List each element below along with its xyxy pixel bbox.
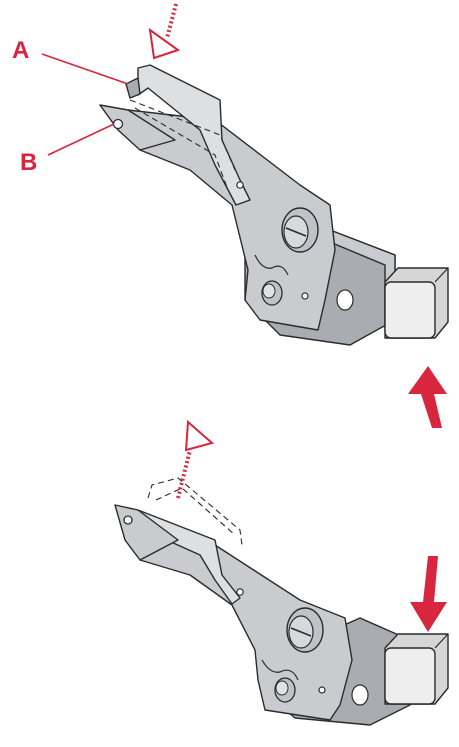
main-plate-bottom <box>127 517 353 721</box>
eye-hole-b <box>112 118 124 130</box>
peg-bottom <box>274 677 296 703</box>
hole-top <box>336 289 354 311</box>
label-b: B <box>20 149 37 176</box>
rivet-bottom <box>236 588 244 596</box>
peg-top <box>261 280 283 306</box>
slot-bottom <box>261 659 299 681</box>
dotted-arrow-down-icon <box>148 3 181 60</box>
leader-line-a <box>41 53 129 85</box>
rivet-lower-top <box>301 292 309 300</box>
ghost-lever-bottom <box>147 477 243 546</box>
threader-bottom-view <box>114 419 449 726</box>
hook-tip-a <box>125 77 141 99</box>
screw-top <box>281 207 319 253</box>
lever-arm-top <box>137 64 251 206</box>
leader-line-b <box>47 123 115 156</box>
slot-top <box>254 254 289 276</box>
dotted-arrow-up-icon <box>176 419 215 499</box>
main-plate-top <box>127 109 336 331</box>
push-knob-top <box>384 267 449 339</box>
eye-hole-bottom <box>123 515 133 525</box>
ghost-lever-top <box>129 99 236 191</box>
threader-top-view: A B <box>12 3 449 428</box>
label-a: A <box>12 37 29 64</box>
hole-bottom <box>351 684 369 706</box>
rivet-top <box>236 181 244 189</box>
rivet-lower-bottom <box>318 686 326 694</box>
screw-bottom <box>286 607 324 653</box>
push-knob-bottom <box>384 633 449 705</box>
arrow-down-icon <box>410 556 447 632</box>
arrow-up-icon <box>408 366 447 428</box>
